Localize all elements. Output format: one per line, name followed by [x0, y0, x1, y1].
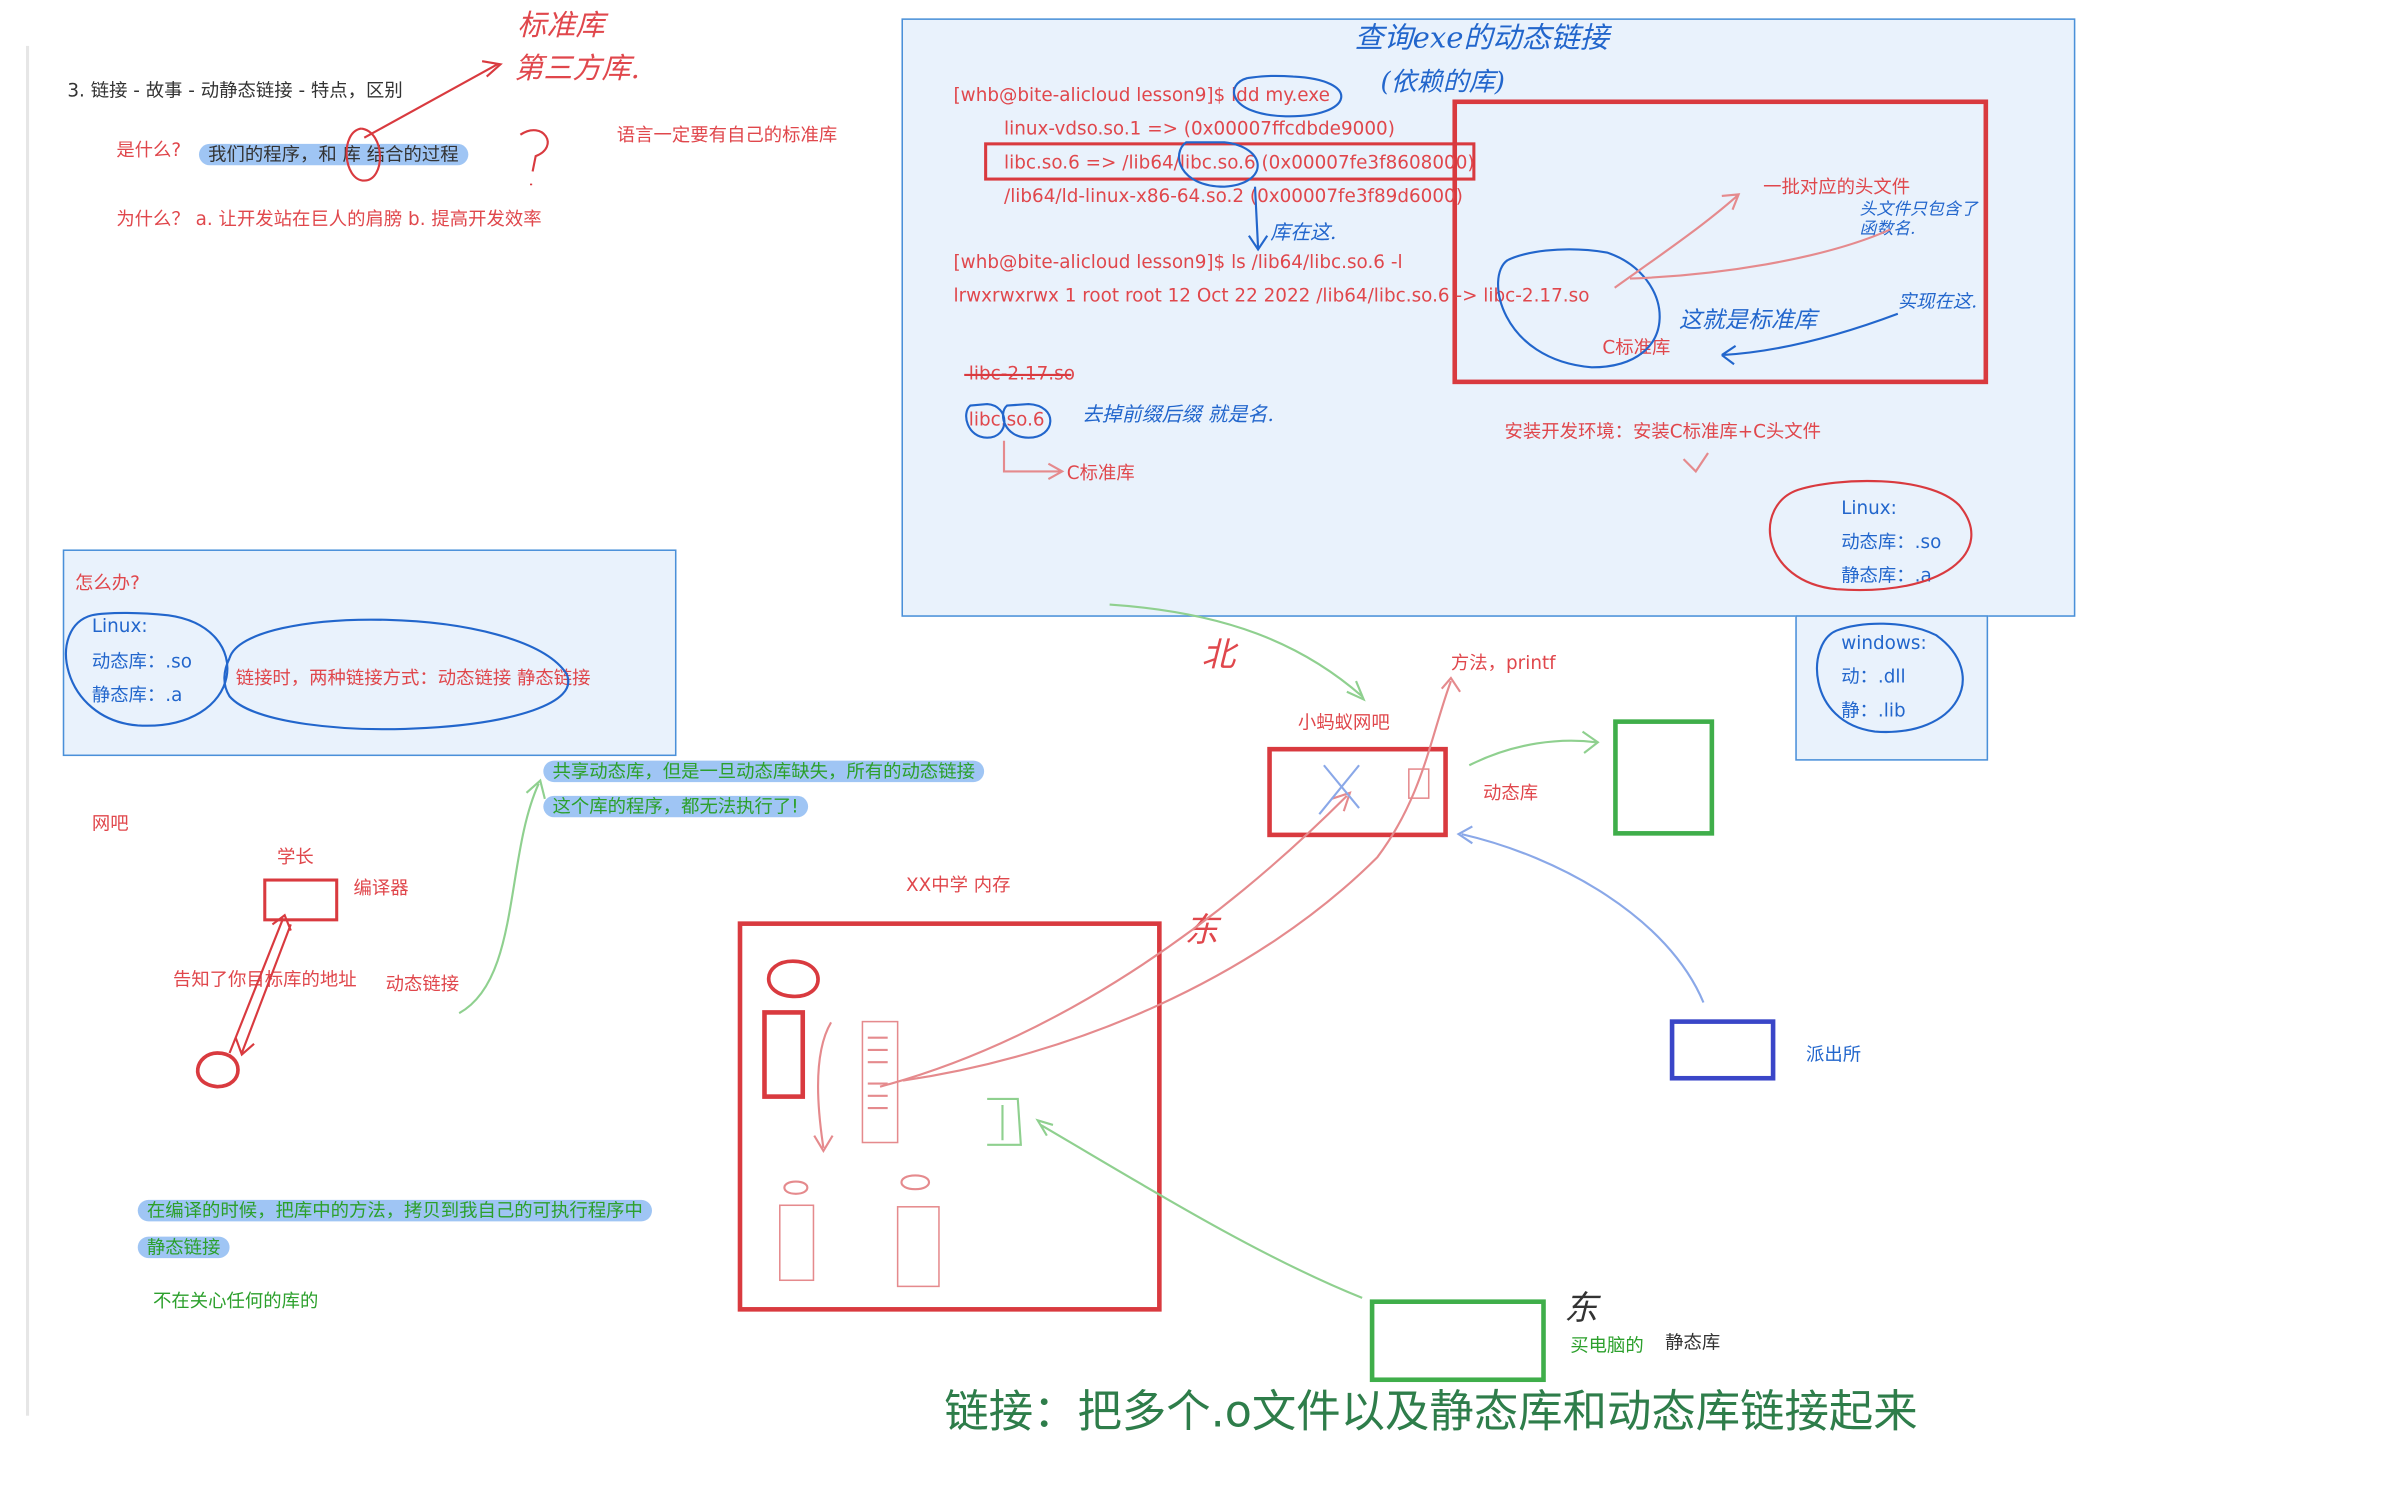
- netcafe-label: 网吧: [91, 812, 129, 835]
- hand-strip: 去掉前缀后缀 就是名.: [1082, 404, 1274, 428]
- senior-box: [263, 878, 339, 922]
- summary-text: 链接：把多个.o文件以及静态库和动态库链接起来: [944, 1385, 1918, 1438]
- ink-arrow-police: [1456, 825, 1705, 1003]
- hand-east-2: 东: [1564, 1290, 1598, 1329]
- green-box-1: [1613, 719, 1715, 836]
- shared-note-1: 共享动态库，但是一旦动态库缺失，所有的动态链接: [543, 760, 985, 783]
- hand-north: 北: [1201, 636, 1236, 675]
- no-care-note: 不在关心任何的库的: [153, 1290, 319, 1312]
- libc-so6-note: libc.so.6: [968, 408, 1045, 431]
- what-label: 是什么?: [116, 139, 182, 161]
- margin-line: [26, 45, 30, 1416]
- shared-note-2: 这个库的程序，都无法执行了!: [543, 795, 808, 818]
- term-linux-sta: 静态库：.a: [1841, 564, 1932, 587]
- hand-deps: (依赖的库): [1380, 67, 1505, 98]
- hand-third-lib: 第三方库.: [514, 52, 640, 86]
- hand-ldd-title: 查询exe的动态链接: [1354, 21, 1609, 56]
- hand-std-lib: 标准库: [517, 9, 605, 43]
- how-linux: Linux:: [91, 615, 148, 637]
- libc-highlight-box: [1452, 99, 1989, 385]
- term-cmd-ls: [whb@bite-alicloud lesson9]$ ls /lib64/l…: [953, 251, 1403, 273]
- dyn-lib-label: 动态库: [1483, 782, 1539, 804]
- green-box-2: [1369, 1299, 1546, 1383]
- section-heading: 3. 链接 - 故事 - 动静态链接 - 特点，区别: [67, 79, 403, 102]
- hand-headers: 头文件只包含了函数名.: [1859, 198, 1978, 240]
- win-sta: 静：.lib: [1841, 699, 1906, 721]
- police-box: [1669, 1019, 1776, 1081]
- how-sta: 静态库：.a: [91, 684, 183, 706]
- memory-slot-2: [861, 1020, 899, 1144]
- language-note: 语言一定要有自己的标准库: [616, 123, 838, 146]
- c-std-lib-2: C标准库: [1066, 462, 1135, 484]
- hand-impl: 实现在这.: [1897, 290, 1978, 313]
- win-dyn: 动：.dll: [1841, 665, 1906, 688]
- how-desc: 链接时，两种链接方式：动态链接 静态链接: [235, 667, 591, 689]
- ink-green-curve: [458, 778, 546, 1015]
- ink-circle-small: [195, 1051, 240, 1089]
- why-text: 为什么？ a. 让开发站在巨人的肩膀 b. 提高开发效率: [116, 208, 542, 230]
- hand-this-std: 这就是标准库: [1678, 306, 1817, 334]
- senior-label: 学长: [277, 846, 314, 868]
- libc-217-note: libc-2.17.so: [968, 362, 1075, 385]
- hand-east: 东: [1184, 912, 1219, 951]
- compiler-label: 编译器: [353, 876, 409, 899]
- term-linux-dyn: 动态库：.so: [1841, 531, 1942, 553]
- win-title: windows:: [1841, 632, 1927, 654]
- c-std-lib-1: C标准库: [1602, 336, 1671, 359]
- method-label: 方法，printf: [1450, 651, 1556, 674]
- memory-slot-3: [779, 1204, 815, 1282]
- ink-arrow-dynlib: [1468, 730, 1600, 767]
- memory-label: XX中学 内存: [906, 873, 1011, 896]
- own-pc-label: 买电脑的: [1570, 1334, 1644, 1357]
- ant-cafe-label: 小蚂蚁网吧: [1297, 711, 1390, 734]
- memory-slot-1: [762, 1010, 806, 1099]
- term-line-ld: /lib64/ld-linux-x86-64.so.2 (0x00007fe3f…: [1004, 185, 1463, 207]
- hand-lib-here: 库在这.: [1270, 221, 1337, 245]
- static-note-1: 在编译的时候，把库中的方法，拷贝到我自己的可执行程序中: [137, 1199, 653, 1222]
- term-cmd-ldd: [whb@bite-alicloud lesson9]$ ldd my.exe: [953, 84, 1330, 106]
- term-linux: Linux:: [1841, 497, 1897, 519]
- term-line-libc: libc.so.6 => /lib64/libc.so.6 (0x00007fe…: [1004, 151, 1475, 173]
- term-line-ls: lrwxrwxrwx 1 root root 12 Oct 22 2022 /l…: [953, 284, 1590, 307]
- headers-note: 一批对应的头文件: [1763, 176, 1911, 198]
- install-note: 安装开发环境：安装C标准库+C头文件: [1504, 420, 1822, 443]
- static-note-2: 静态链接: [137, 1236, 230, 1259]
- term-line-vdso: linux-vdso.so.1 => (0x00007ffcdbde9000): [1004, 117, 1395, 140]
- how-title: 怎么办?: [74, 572, 140, 594]
- how-dyn: 动态库：.so: [91, 650, 192, 672]
- told-addr-label: 告知了你目标库的地址: [172, 968, 357, 991]
- memory-slot-4: [896, 1206, 940, 1288]
- static-lib-label: 静态库: [1665, 1331, 1721, 1353]
- ant-cafe-inner: [1408, 768, 1430, 799]
- ink-question: [519, 129, 549, 186]
- ink-green-top: [1109, 603, 1366, 702]
- what-text: 我们的程序，和 库 结合的过程: [198, 143, 468, 166]
- police-label: 派出所: [1805, 1043, 1862, 1066]
- dyn-link-label: 动态链接: [385, 973, 460, 995]
